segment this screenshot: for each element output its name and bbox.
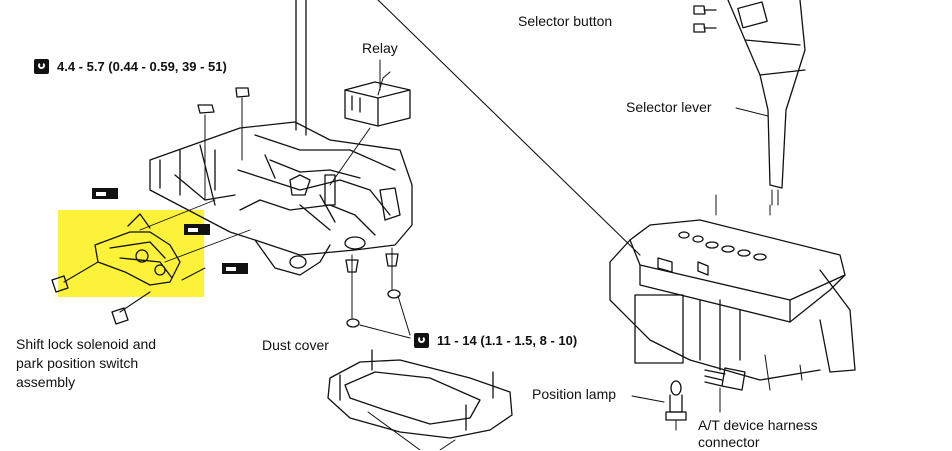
- shift-lock-highlight: [58, 210, 204, 297]
- shift-lock-assembly: [51, 213, 206, 325]
- label-shift-lock-3: assembly: [16, 374, 76, 390]
- vertical-rod: [295, 0, 307, 136]
- label-dust-cover: Dust cover: [262, 337, 329, 353]
- relay-part: [329, 71, 411, 186]
- position-lamp-part: [665, 380, 687, 431]
- label-selector-button: Selector button: [518, 13, 613, 29]
- torque-wrench-icon: [414, 333, 429, 348]
- assembly-leader: [139, 199, 251, 263]
- harness-connector-part: [704, 367, 746, 413]
- torque-lower-value: 11 - 14 (1.1 - 1.5, 8 - 10): [437, 333, 578, 348]
- top-bolts: [197, 87, 250, 201]
- bottom-bolts: [345, 247, 411, 339]
- torque-lower: 11 - 14 (1.1 - 1.5, 8 - 10): [414, 333, 577, 348]
- guide-line-diagonal: [377, 0, 641, 256]
- dust-cover-part: [327, 349, 513, 450]
- leader-position-lamp: [631, 395, 665, 403]
- label-shift-lock-2: park position switch: [16, 355, 139, 371]
- label-selector-lever: Selector lever: [626, 99, 712, 115]
- base-bracket: [149, 121, 413, 276]
- selector-screws: [693, 5, 717, 33]
- label-position-lamp: Position lamp: [532, 386, 617, 402]
- selector-lever-part: [727, 0, 806, 216]
- label-harness-2: connector: [698, 434, 760, 450]
- label-harness-1: A/T device harness: [698, 417, 818, 433]
- torque-upper: 4.4 - 5.7 (0.44 - 0.59, 39 - 51): [34, 59, 227, 74]
- selector-console: [609, 219, 856, 391]
- label-shift-lock-1: Shift lock solenoid and: [16, 336, 157, 352]
- leader-selector-lever: [735, 107, 769, 117]
- torque-wrench-icon: [34, 59, 49, 74]
- label-relay: Relay: [362, 40, 398, 56]
- torque-upper-value: 4.4 - 5.7 (0.44 - 0.59, 39 - 51): [57, 59, 227, 74]
